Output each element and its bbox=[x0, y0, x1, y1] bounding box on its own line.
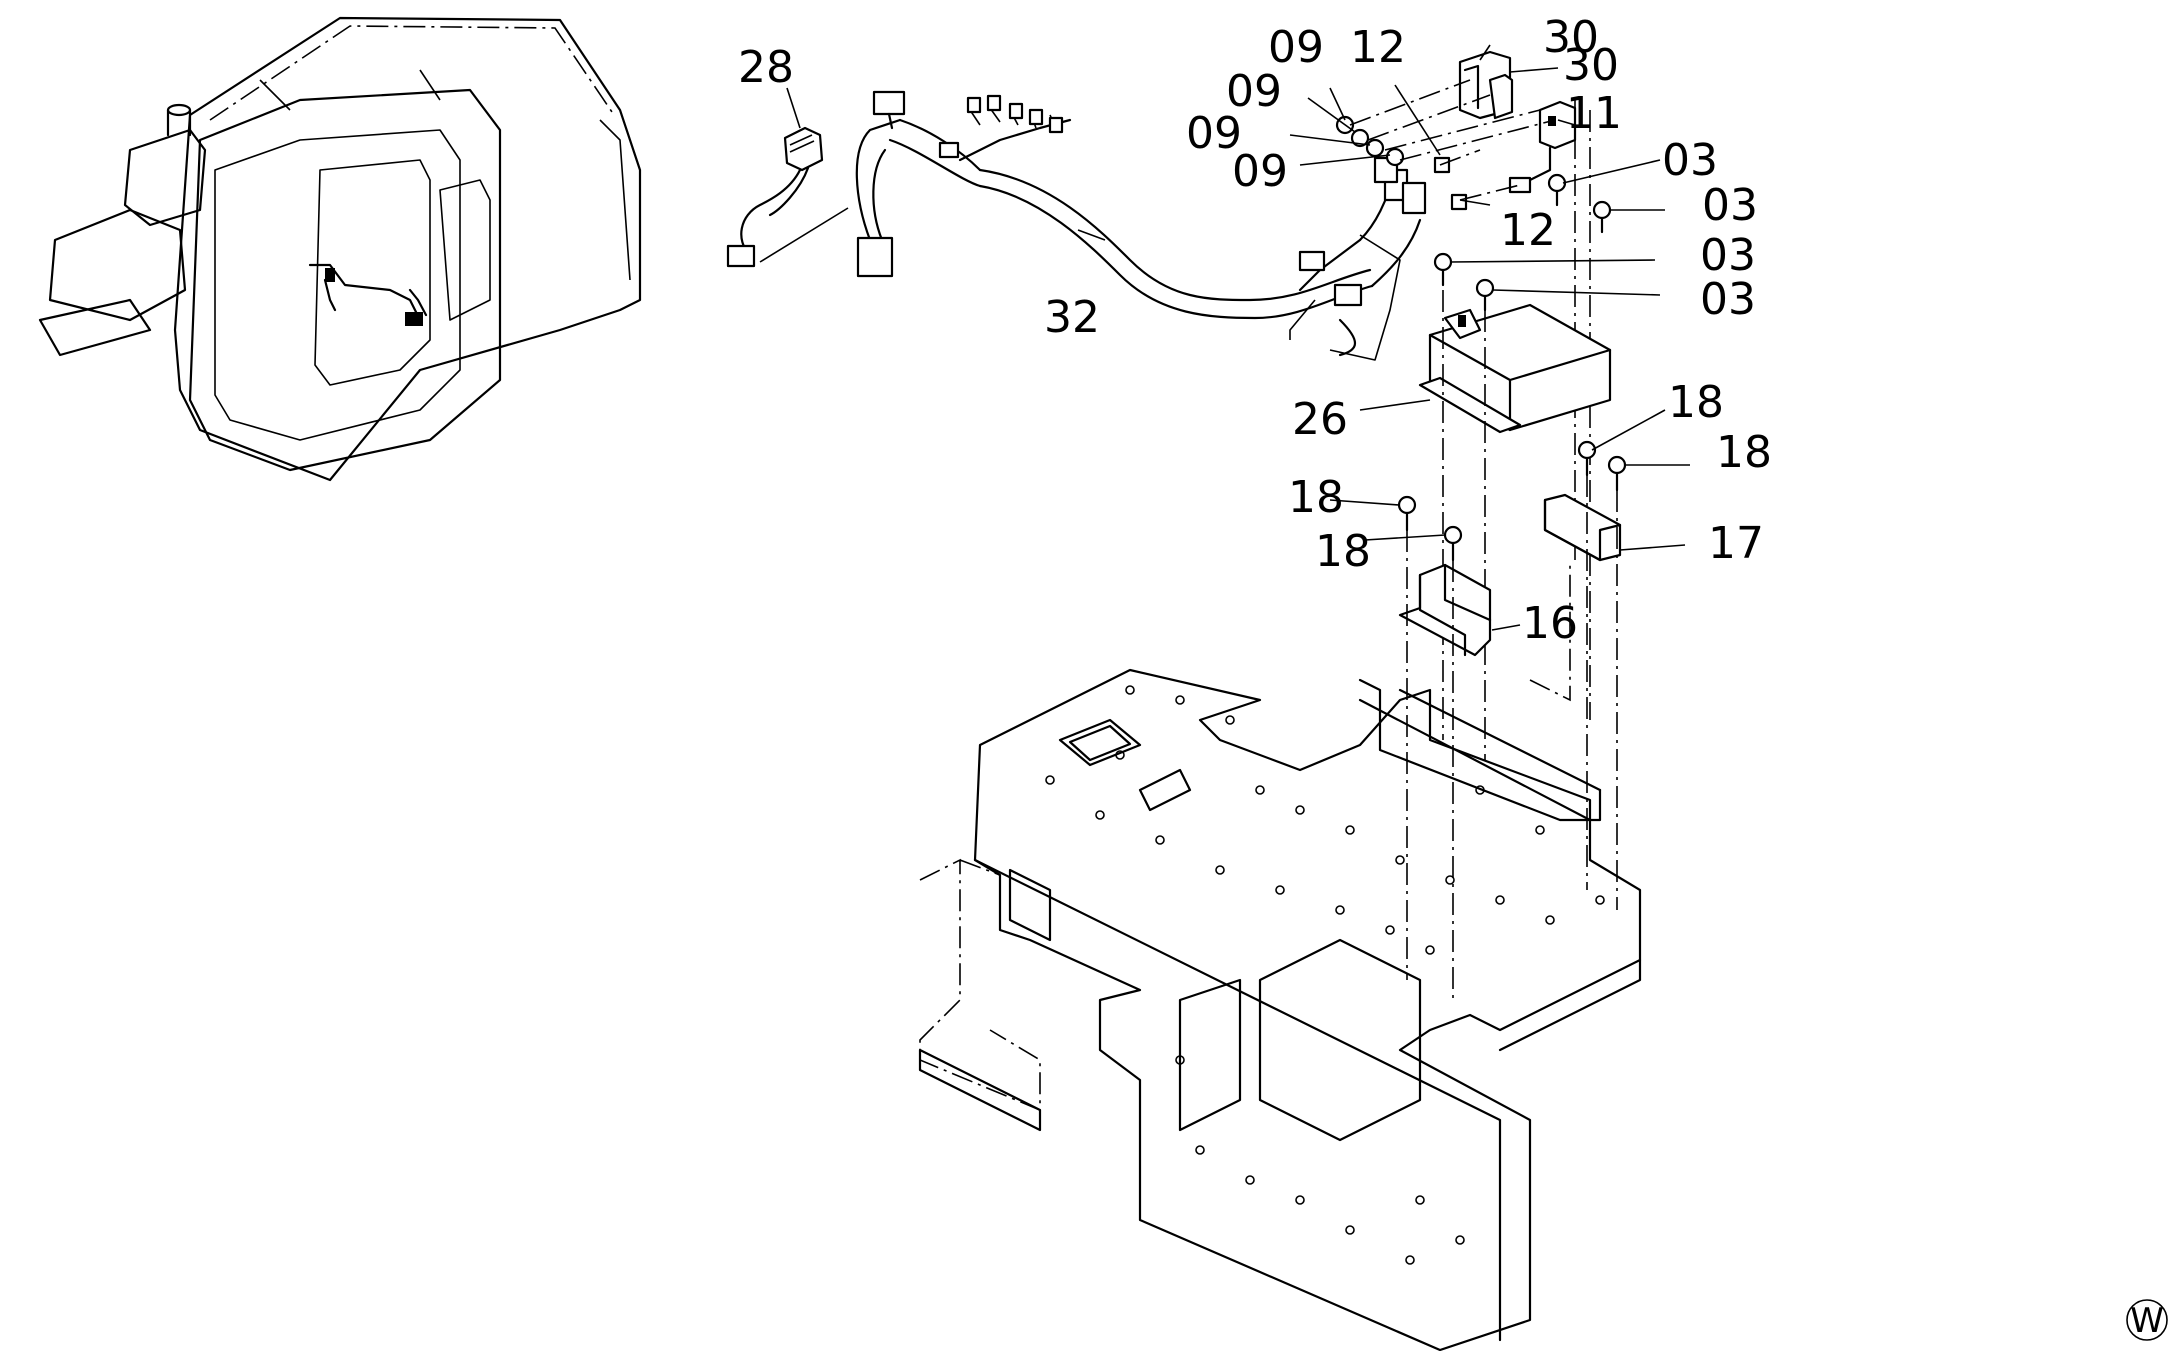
watermark-letter: W bbox=[2130, 1301, 2164, 1341]
connector-28 bbox=[726, 126, 849, 268]
part-label-09: 09 bbox=[1232, 146, 1288, 197]
part-label-16: 16 bbox=[1522, 598, 1578, 649]
part-label-18: 18 bbox=[1288, 472, 1344, 523]
watermark-logo: W bbox=[2126, 1299, 2168, 1341]
part-label-03: 03 bbox=[1662, 135, 1718, 186]
part-label-03: 03 bbox=[1702, 180, 1758, 231]
controller-box-26 bbox=[1418, 173, 1612, 760]
cab-floor-plate bbox=[918, 560, 1642, 1351]
part-label-18: 18 bbox=[1668, 377, 1724, 428]
part-label-18: 18 bbox=[1716, 427, 1772, 478]
part-label-03: 03 bbox=[1700, 230, 1756, 281]
wiring-harness-32 bbox=[855, 90, 1427, 361]
part-label-09: 09 bbox=[1268, 22, 1324, 73]
part-label-26: 26 bbox=[1292, 394, 1348, 445]
brackets-16-17 bbox=[1397, 440, 1627, 1000]
part-label-18: 18 bbox=[1315, 526, 1371, 577]
part-label-12: 12 bbox=[1500, 205, 1556, 256]
leader-lines bbox=[786, 44, 1690, 631]
part-label-03: 03 bbox=[1700, 274, 1756, 325]
part-label-30: 30 bbox=[1563, 40, 1619, 91]
part-label-28: 28 bbox=[738, 42, 794, 93]
part-label-17: 17 bbox=[1708, 518, 1764, 569]
excavator-overview-illustration bbox=[38, 16, 642, 482]
part-number-labels: 09 12 30 30 28 09 11 09 03 09 03 12 03 0… bbox=[738, 12, 1772, 649]
part-label-32: 32 bbox=[1044, 292, 1100, 343]
part-label-09: 09 bbox=[1226, 66, 1282, 117]
components-11-12-30 bbox=[1335, 50, 1591, 720]
part-label-09: 09 bbox=[1186, 108, 1242, 159]
part-label-11: 11 bbox=[1566, 88, 1622, 139]
part-label-12: 12 bbox=[1350, 22, 1406, 73]
part-label-30: 30 bbox=[1543, 12, 1599, 63]
